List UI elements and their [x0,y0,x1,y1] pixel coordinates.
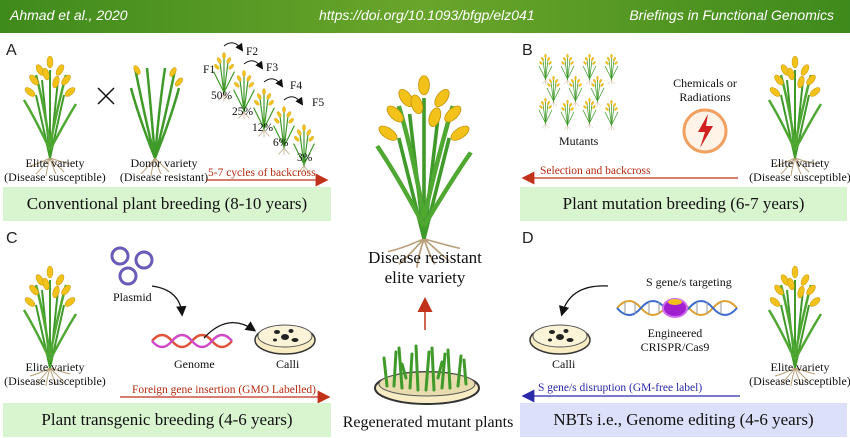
chemicals-label: Chemicals or Radiations [650,76,760,104]
header-bar: Ahmad et al., 2020 https://doi.org/10.10… [0,0,850,33]
d-elite-line2: (Disease susceptible) [749,374,850,388]
engineered-line2: CRISPR/Cas9 [640,340,710,354]
donor-label-line2: (Disease resistant) [119,170,209,184]
panel-b-elite-label: Elite variety (Disease susceptible) [745,156,850,184]
crispr-dna-icon [616,298,738,318]
c-elite-line1: Elite variety [25,360,85,374]
gen-f2: F2 [246,46,259,58]
header-citation: Ahmad et al., 2020 [10,7,128,23]
elite-label-line2: (Disease susceptible) [4,170,106,184]
regenerated-dish-icon [374,344,480,405]
result-line1: Disease resistant [368,248,482,267]
crispr-arrow [558,285,609,317]
panel-c-letter: C [6,230,18,247]
panel-b-arrow-text: Selection and backcross [540,165,651,177]
calli-d-label: Calli [552,357,576,371]
panel-a-donor-label: Donor variety (Disease resistant) [108,156,220,184]
d-elite-line1: Elite variety [770,360,830,374]
pct-12: 12% [252,122,274,134]
elite-label-line1: Elite variety [25,156,85,170]
b-elite-line1: Elite variety [770,156,830,170]
plasmid-arrow [151,285,187,317]
pct-3: 3% [297,152,313,164]
panel-c-arrow-text: Foreign gene insertion (GMO Labelled) [132,384,316,396]
panel-b-title: Plant mutation breeding (6-7 years) [520,187,847,221]
panel-d-arrow-text: S gene/s disruption (GM-free label) [538,382,703,394]
c-elite-line2: (Disease susceptible) [4,374,106,388]
genome-label: Genome [174,357,215,371]
mutants-label: Mutants [559,134,599,148]
targeting-label: S gene/s targeting [646,275,732,289]
chem-label-line2: Radiations [679,90,731,104]
panel-b-letter: B [522,42,533,59]
panel-c-elite-label: Elite variety (Disease susceptible) [0,360,110,388]
plasmid-label: Plasmid [113,290,152,304]
regenerated-label: Regenerated mutant plants [342,414,514,431]
header-doi: https://doi.org/10.1093/bfgp/elz041 [319,7,535,23]
gen-f5: F5 [312,97,325,109]
header-journal: Briefings in Functional Genomics [629,7,834,23]
panel-d-letter: D [522,230,534,247]
panel-d-title: NBTs i.e., Genome editing (4-6 years) [520,403,847,437]
panel-a-title: Conventional plant breeding (8-10 years) [3,187,331,221]
pct-6: 6% [273,137,289,149]
panel-a-arrow-text: 5-7 cycles of backcross [208,167,316,179]
plasmid-icon [110,246,154,286]
engineered-line1: Engineered [647,326,703,340]
pct-50: 50% [211,90,233,102]
panel-c-title: Plant transgenic breeding (4-6 years) [3,403,331,437]
donor-label-line1: Donor variety [130,156,198,170]
generation-ladder [212,42,316,174]
cross-icon [97,87,115,105]
gen-f3: F3 [266,62,279,74]
panel-a-letter: A [6,42,17,59]
radiation-icon [682,108,728,154]
result-label: Disease resistant elite variety [340,248,510,288]
pct-25: 25% [232,106,254,118]
calli-c-label: Calli [276,357,300,371]
b-elite-line2: (Disease susceptible) [749,170,850,184]
dna-icon [151,333,233,349]
chem-label-line1: Chemicals or [673,76,737,90]
panel-d-elite-label: Elite variety (Disease susceptible) [745,360,850,388]
genome-arrow [203,321,257,339]
result-line2: elite variety [384,268,466,287]
engineered-label: Engineered CRISPR/Cas9 [620,326,730,354]
gen-f1: F1 [203,64,216,76]
gen-f4: F4 [290,80,303,92]
panel-a-elite-label: Elite variety (Disease susceptible) [0,156,110,184]
